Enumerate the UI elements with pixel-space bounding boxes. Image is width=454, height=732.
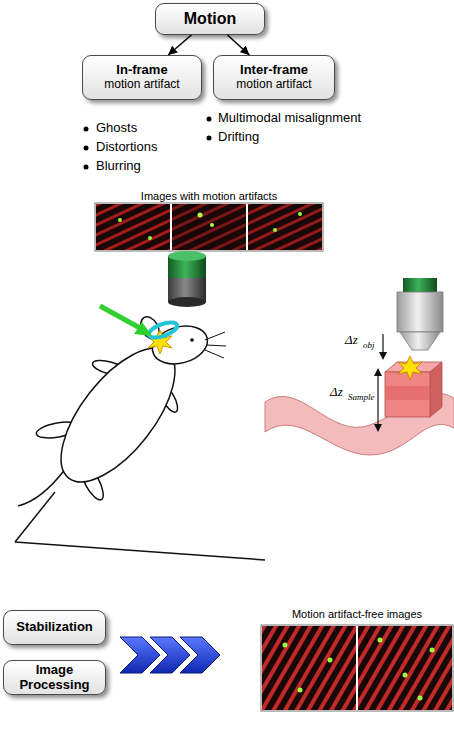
platform-edge: [15, 492, 55, 542]
bullet-item: Drifting: [218, 130, 259, 144]
cell-dot: [378, 638, 383, 643]
process-box: In-framemotion artifact: [82, 55, 202, 100]
process-box: Motion: [155, 3, 265, 35]
dimension-label: obj: [363, 341, 375, 351]
objective-tip: [400, 332, 440, 350]
bullet-item: Distortions: [96, 140, 157, 154]
bullet: [84, 165, 89, 170]
micrograph-fibers: [172, 204, 246, 250]
bullet: [84, 127, 89, 132]
platform-edge: [15, 542, 265, 560]
mouse-tail: [18, 468, 66, 506]
box-heading: Motion: [184, 10, 236, 28]
bullet: [84, 146, 89, 151]
objective-body: [397, 292, 443, 332]
box-heading: Inter-frame: [240, 63, 308, 78]
box-heading: In-frame: [116, 63, 167, 78]
objective-collar: [403, 278, 437, 292]
cell-dot: [403, 673, 408, 678]
cell-dot: [328, 658, 333, 663]
image-caption: Images with motion artifacts: [141, 190, 277, 202]
process-box: Stabilization: [3, 610, 106, 645]
bullet-item: Blurring: [96, 159, 141, 173]
laser-arrowhead: [134, 322, 152, 336]
chevron: [180, 637, 220, 673]
cell-dot: [210, 223, 214, 227]
mouse-whiskers: [205, 332, 226, 358]
fluorescence-burst: [398, 356, 422, 380]
micrograph-panel: [262, 626, 356, 710]
micrograph-panel: [172, 204, 246, 250]
chevron: [120, 637, 160, 673]
micrograph-panel: [248, 204, 322, 250]
dz-arrowhead: [374, 424, 382, 432]
dz-arrowhead: [374, 368, 382, 376]
micrograph-fibers: [262, 626, 356, 710]
voxel-front: [385, 372, 430, 417]
objective-lens: [168, 297, 206, 307]
micrograph-panel: [96, 204, 170, 250]
mouse-eye: [190, 338, 194, 342]
cell-dot: [148, 236, 152, 240]
cell-dot: [418, 696, 423, 701]
arrow-connector: [228, 35, 250, 55]
box-heading: Image Processing: [4, 663, 105, 693]
micrograph-fibers: [358, 626, 452, 710]
cell-dot: [298, 688, 303, 693]
cell-dot: [430, 648, 435, 653]
dz-sample-arrow: [377, 376, 378, 424]
cell-dot: [198, 213, 203, 218]
process-box: Image Processing: [3, 660, 106, 695]
cell-dot: [118, 218, 122, 222]
dimension-label: Δz: [330, 385, 343, 399]
image-caption: Motion artifact-free images: [292, 608, 422, 620]
bullet: [207, 117, 212, 122]
cranial-window: [147, 319, 179, 341]
dimension-label: Sample: [348, 393, 375, 403]
box-heading: Stabilization: [16, 620, 93, 635]
voxel-side: [430, 362, 442, 417]
chevron: [150, 637, 190, 673]
process-box: Inter-framemotion artifact: [213, 55, 335, 100]
voxel-slice: [385, 386, 430, 400]
image-strip-frame: [95, 203, 323, 251]
arrow-connector: [168, 35, 191, 55]
dz-obj-arrow: [382, 334, 383, 352]
dimension-label: Δz: [345, 333, 358, 347]
objective-top: [168, 251, 206, 261]
box-text: motion artifact: [104, 78, 179, 92]
cell-dot: [298, 212, 302, 216]
bullet-item: Ghosts: [96, 121, 137, 135]
box-text: motion artifact: [236, 78, 311, 92]
cell-dot: [273, 228, 277, 232]
bullet-item: Multimodal misalignment: [218, 111, 361, 125]
micrograph-fibers: [96, 204, 170, 250]
cell-dot: [283, 643, 288, 648]
laser-beam: [100, 306, 140, 328]
micrograph-panel: [358, 626, 452, 710]
dz-arrowhead: [379, 352, 387, 360]
micrograph-fibers: [248, 204, 322, 250]
image-strip-frame: [261, 625, 453, 711]
bullet: [207, 136, 212, 141]
